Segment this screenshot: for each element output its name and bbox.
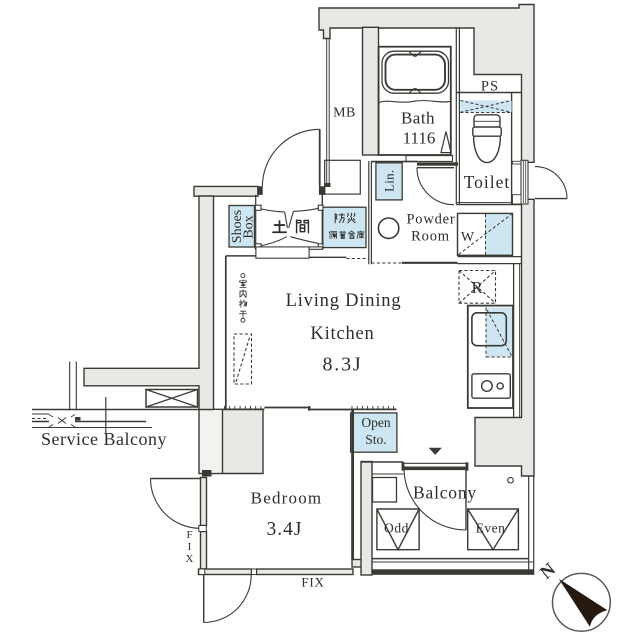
- svg-text:Bath: Bath: [401, 109, 435, 128]
- svg-text:Open: Open: [361, 415, 390, 430]
- svg-text:I: I: [188, 541, 192, 553]
- svg-text:PS: PS: [481, 79, 499, 95]
- svg-text:MB: MB: [333, 106, 356, 121]
- svg-text:W: W: [461, 230, 475, 245]
- svg-text:Toilet: Toilet: [464, 172, 511, 192]
- svg-text:Living Dining: Living Dining: [286, 291, 402, 311]
- svg-text:F: F: [186, 529, 192, 541]
- svg-text:Bedroom: Bedroom: [251, 489, 323, 508]
- svg-text:Box: Box: [242, 215, 257, 238]
- svg-text:3.4J: 3.4J: [267, 519, 303, 540]
- svg-text:Even: Even: [476, 521, 506, 536]
- svg-text:Sto.: Sto.: [365, 432, 386, 447]
- svg-text:8.3J: 8.3J: [323, 354, 363, 376]
- svg-text:1116: 1116: [403, 129, 436, 148]
- svg-text:Powder: Powder: [406, 212, 455, 228]
- svg-text:Shoes: Shoes: [230, 210, 245, 243]
- svg-text:FIX: FIX: [301, 575, 324, 590]
- svg-text:Balcony: Balcony: [413, 483, 477, 503]
- svg-text:R: R: [471, 278, 482, 297]
- svg-text:Service Balcony: Service Balcony: [41, 429, 167, 449]
- svg-text:X: X: [186, 553, 194, 565]
- svg-text:Room: Room: [411, 229, 450, 245]
- svg-text:Lin.: Lin.: [382, 170, 397, 193]
- svg-text:Odd: Odd: [384, 521, 409, 536]
- svg-text:Kitchen: Kitchen: [310, 324, 374, 344]
